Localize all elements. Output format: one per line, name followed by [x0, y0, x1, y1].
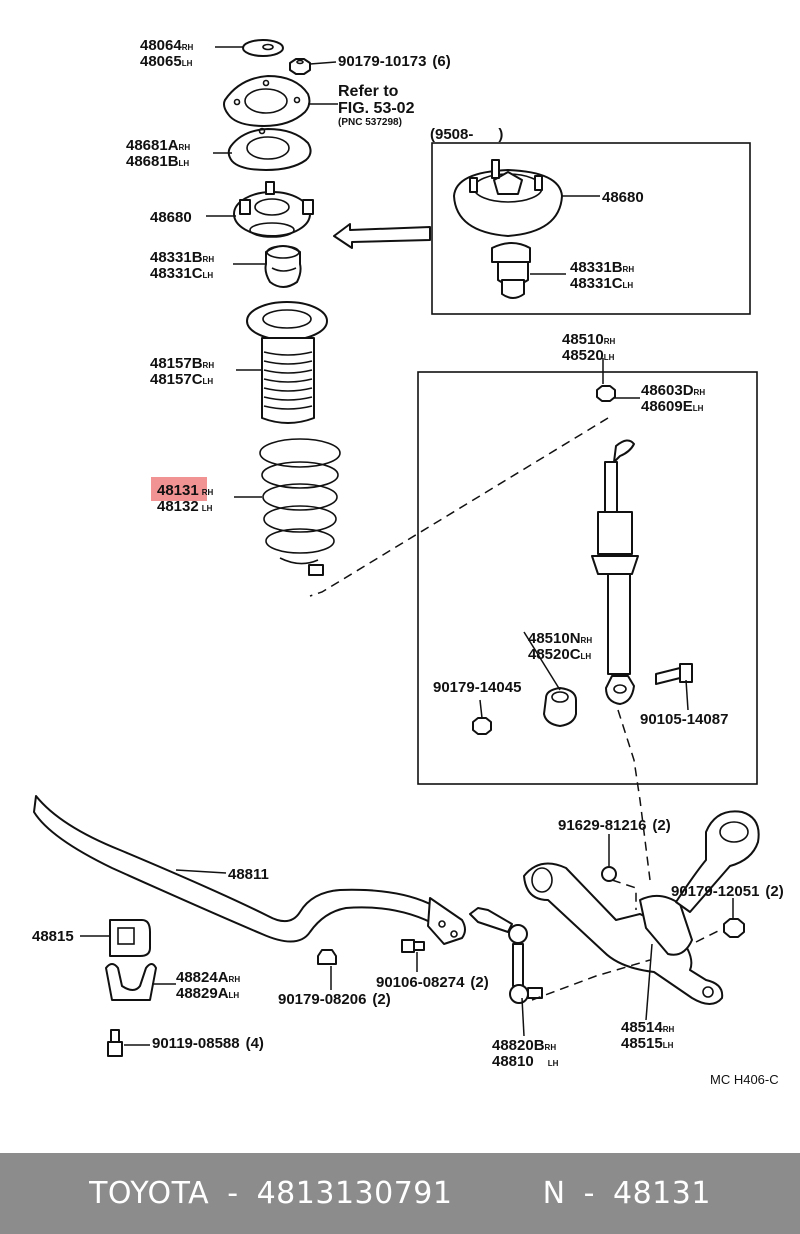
label-48609E: 48609ELH	[641, 398, 704, 415]
label-48331C-main: 48331CLH	[150, 265, 213, 282]
label-refer-pnc: (PNC 537298)	[338, 117, 402, 128]
dashed-lines	[309, 417, 721, 1001]
label-48157B: 48157BRH	[150, 355, 214, 372]
part-48811-bracket-end	[427, 897, 466, 945]
leader-lines	[80, 46, 734, 1046]
part-90106-08274-bolt	[401, 939, 425, 953]
label-90119-08588: 90119-08588(4)	[152, 1035, 264, 1052]
part-48331-bound-stopper	[264, 245, 302, 288]
parts-diagram: 48064RH 48065LH 90179-10173(6) Refer to …	[32, 37, 784, 1087]
inset-box-support	[431, 142, 751, 315]
label-90106-08274: 90106-08274(2)	[376, 974, 489, 991]
label-48515: 48515LH	[621, 1035, 674, 1052]
label-90179-12051: 90179-12051(2)	[671, 883, 784, 900]
part-upper-mount-plate	[223, 75, 311, 127]
label-48811: 48811	[228, 866, 269, 883]
part-90105-14087-bolt	[655, 663, 693, 685]
label-90179-14045: 90179-14045	[433, 679, 521, 696]
part-90179-08206-nut	[317, 949, 337, 965]
label-48331C-inset: 48331CLH	[570, 275, 633, 292]
label-diagram-id: MC H406-C	[710, 1072, 779, 1087]
part-48064-plate	[242, 39, 284, 57]
label-90179-08206: 90179-08206(2)	[278, 991, 391, 1008]
part-90179-14045-nut	[472, 717, 492, 735]
part-48510-shock-absorber	[591, 439, 639, 705]
label-48157C: 48157CLH	[150, 371, 213, 388]
label-48331B-main: 48331BRH	[150, 249, 214, 266]
label-48514: 48514RH	[621, 1019, 674, 1036]
label-refer-fig: FIG. 53-02	[338, 100, 415, 117]
part-91629-81216-nut	[601, 866, 617, 882]
part-48331-bumper-inset	[491, 242, 531, 299]
part-48680-support-inset	[453, 159, 563, 237]
label-48829A: 48829ALH	[176, 985, 239, 1002]
part-48157-dust-boot	[246, 301, 328, 424]
label-48065: 48065LH	[140, 53, 193, 70]
label-48681B: 48681BLH	[126, 153, 189, 170]
label-90179-10173: 90179-10173(6)	[338, 53, 451, 70]
label-48520: 48520LH	[562, 347, 615, 364]
label-48064: 48064RH	[140, 37, 193, 54]
part-48680-support	[233, 181, 314, 238]
label-91629-81216: 91629-81216(2)	[558, 817, 671, 834]
part-48815-bushing	[109, 919, 151, 957]
label-48680-main: 48680	[150, 209, 192, 226]
label-inset-date: (9508- )	[430, 126, 503, 143]
label-48815: 48815	[32, 928, 74, 945]
part-48510N-bushing	[543, 687, 577, 727]
part-48603-nut	[596, 385, 616, 402]
label-48510N: 48510NRH	[528, 630, 592, 647]
label-48520C: 48520CLH	[528, 646, 591, 663]
label-48681A: 48681ARH	[126, 137, 190, 154]
footer-bar: TOYOTA - 4813130791 N - 48131	[0, 1153, 800, 1234]
label-48510: 48510RH	[562, 331, 615, 348]
part-48681-gasket	[227, 127, 312, 171]
part-90179-12051-nut	[723, 918, 745, 938]
part-48824A-bracket	[105, 963, 157, 1001]
part-48131-coil-spring	[259, 438, 341, 576]
label-48824A: 48824ARH	[176, 969, 240, 986]
part-nut-90179-10173	[289, 58, 311, 75]
label-48603D: 48603DRH	[641, 382, 705, 399]
footer-part-number: TOYOTA - 4813130791 N - 48131	[89, 1176, 711, 1211]
arrow-inset-to-main	[333, 223, 431, 249]
part-48514-knuckle-arm	[523, 810, 760, 1005]
highlight-48131	[151, 477, 207, 501]
part-48820B-link	[469, 907, 543, 1004]
label-48680-inset: 48680	[602, 189, 644, 206]
label-48820B: 48820BRH	[492, 1037, 556, 1054]
label-refer-to: Refer to	[338, 83, 399, 100]
label-90105-14087: 90105-14087	[640, 711, 728, 728]
part-90119-08588-bolt	[107, 1029, 123, 1057]
inset-box-shock	[417, 371, 758, 785]
label-48331B-inset: 48331BRH	[570, 259, 634, 276]
